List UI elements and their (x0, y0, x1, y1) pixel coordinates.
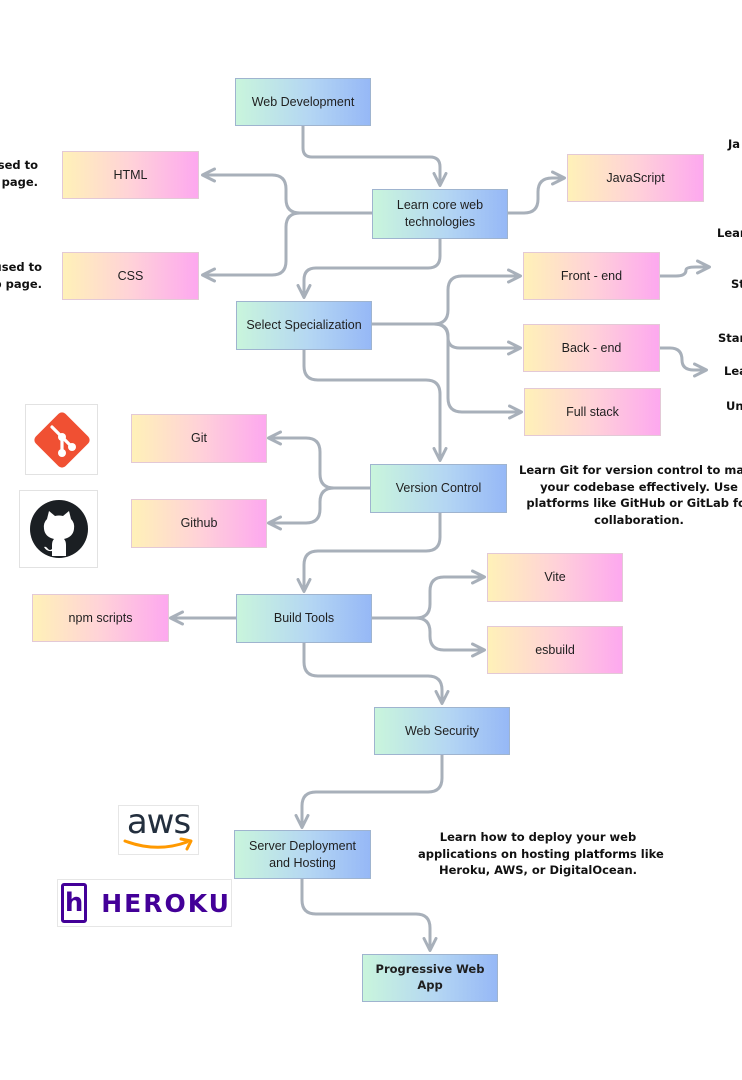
note-javascript: Ja (728, 137, 741, 151)
edge-select-fullstack (370, 322, 523, 420)
aws-wordmark: aws (126, 805, 191, 842)
node-front-end[interactable]: Front - end (523, 252, 660, 300)
note-back-end-3: Un (726, 399, 742, 413)
note-front-end-1: Lear (717, 226, 742, 240)
edge-learncore-select (296, 237, 442, 299)
note-version-control: Learn Git for version control to manag y… (519, 463, 742, 528)
edge-frontend-notes (658, 259, 711, 278)
edge-version-git (267, 430, 372, 490)
heroku-mark-icon: h (61, 883, 88, 923)
edge-learncore-html (201, 167, 374, 215)
edge-security-deploy (294, 753, 444, 829)
node-github[interactable]: Github (131, 499, 267, 548)
note-css: used top page. (0, 260, 42, 291)
edge-webdev-learncore (301, 124, 448, 187)
aws-logo: aws (118, 805, 199, 855)
git-icon (33, 411, 90, 468)
aws-smile-icon (123, 837, 192, 851)
edge-deploy-pwa (300, 877, 438, 952)
node-esbuild[interactable]: esbuild (487, 626, 623, 674)
node-build-tools[interactable]: Build Tools (236, 594, 372, 643)
heroku-wordmark: HEROKU (101, 888, 231, 918)
edge-build-vite (370, 569, 486, 620)
node-npm-scripts[interactable]: npm scripts (32, 594, 169, 642)
edge-select-frontend (370, 268, 522, 326)
node-full-stack[interactable]: Full stack (524, 388, 661, 436)
node-css[interactable]: CSS (62, 252, 199, 300)
node-select-specialization[interactable]: Select Specialization (236, 301, 372, 350)
node-vite[interactable]: Vite (487, 553, 623, 602)
node-git[interactable]: Git (131, 414, 267, 463)
edge-backend-notes (658, 346, 708, 378)
note-deployment: Learn how to deploy your web application… (418, 830, 664, 878)
edge-version-github (267, 486, 372, 531)
heroku-logo: h HEROKU (57, 879, 232, 927)
edge-build-esbuild (370, 616, 486, 658)
edge-learncore-javascript (506, 170, 566, 215)
edge-select-version (302, 348, 448, 462)
edge-learncore-css (201, 211, 374, 283)
node-web-security[interactable]: Web Security (374, 707, 510, 755)
node-back-end[interactable]: Back - end (523, 324, 660, 372)
note-back-end-2: Lea (724, 364, 742, 378)
node-html[interactable]: HTML (62, 151, 199, 199)
github-octocat-icon (29, 500, 88, 558)
edge-build-security (302, 641, 450, 705)
node-server-deployment[interactable]: Server Deployment and Hosting (234, 830, 371, 879)
git-logo (25, 404, 98, 475)
node-learn-core-technologies[interactable]: Learn core web technologies (372, 189, 508, 239)
node-web-development[interactable]: Web Development (235, 78, 371, 126)
node-version-control[interactable]: Version Control (370, 464, 507, 513)
note-back-end-1: Star (718, 331, 742, 345)
github-logo (19, 490, 98, 568)
note-front-end-2: St (731, 277, 742, 291)
node-javascript[interactable]: JavaScript (567, 154, 704, 202)
node-progressive-web-app[interactable]: Progressive Web App (362, 954, 498, 1002)
edge-version-build (296, 511, 442, 593)
